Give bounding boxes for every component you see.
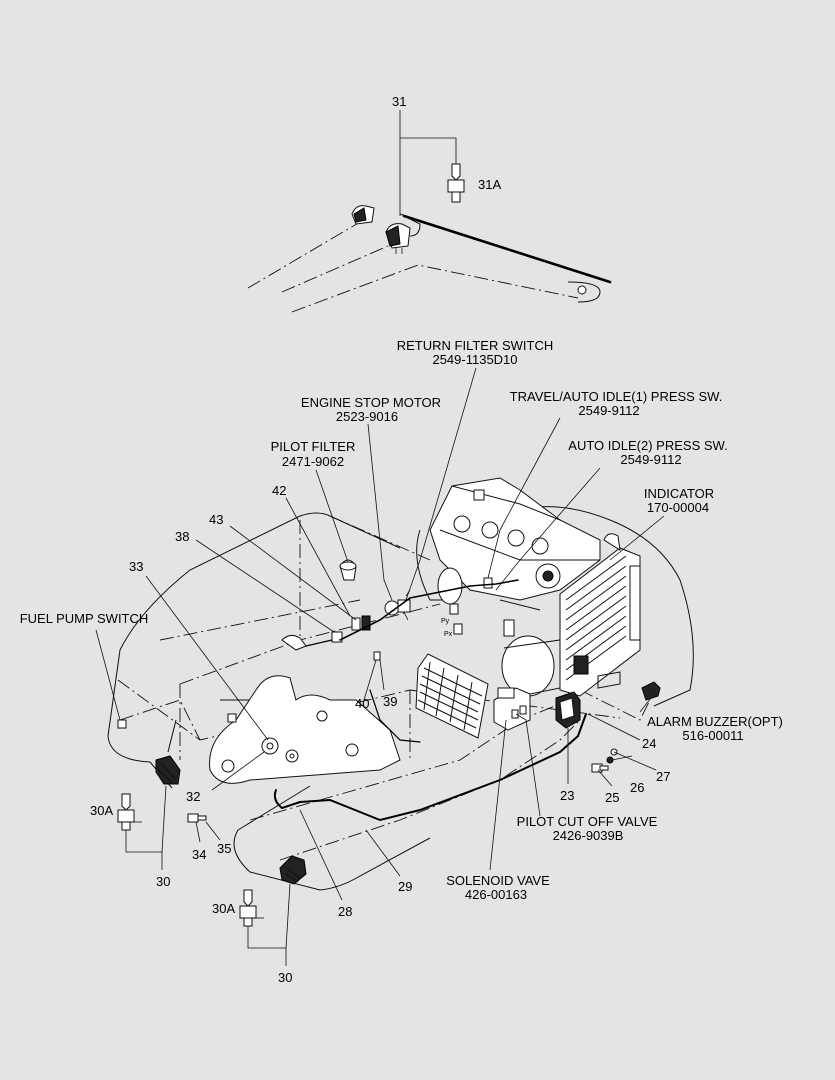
item-26: 26 [630,780,644,795]
item-32: 32 [186,789,200,804]
pilot-cut-off-valve-connector [555,691,581,729]
engine-stop-motor [384,589,411,621]
label-indicator: INDICATOR [644,486,714,501]
solenoid-valve-block [493,687,531,731]
frame-work-lamp-bottom [279,855,307,885]
item-33: 33 [129,559,143,574]
item-30-bottom: 30 [278,970,292,985]
item-31: 31 [392,94,406,109]
part-pilot-cut-off-valve: 2426-9039B [553,828,624,843]
label-alarm-buzzer: ALARM BUZZER(OPT) [647,714,783,729]
item-29: 29 [398,879,412,894]
item-31a: 31A [478,177,501,192]
boom-assembly: 31 31A [247,94,612,313]
oil-cooler [415,653,489,739]
frame-work-lamp-left [155,755,181,785]
part-alarm-buzzer: 516-00011 [682,728,743,743]
boom-work-lamp [351,205,375,225]
lamp-bulb-30a-left [117,793,142,831]
port-px: Px [444,631,453,638]
callout-labels: RETURN FILTER SWITCH 2549-1135D10 ENGINE… [20,338,783,902]
port-py: Py [441,618,450,625]
radiator [559,533,641,697]
item-30a-bottom: 30A [212,901,235,916]
part-travel-auto-idle: 2549-9112 [578,403,639,418]
engine-block [416,477,601,697]
part-indicator: 170-00004 [647,500,709,515]
wire-harness [273,579,587,822]
harness-connectors [117,615,381,729]
label-fuel-pump-switch: FUEL PUMP SWITCH [20,611,149,626]
label-pilot-filter: PILOT FILTER [271,439,356,454]
alarm-buzzer [641,681,661,701]
item-30-left: 30 [156,874,170,889]
item-35: 35 [217,841,231,856]
leader-lines [95,367,665,966]
item-numbers: 42 43 38 33 40 39 32 24 27 26 25 23 30A … [90,483,670,985]
item-30a-left: 30A [90,803,113,818]
boom-foot-bracket [209,675,401,784]
label-auto-idle2: AUTO IDLE(2) PRESS SW. [568,438,727,453]
label-pilot-cut-off-valve: PILOT CUT OFF VALVE [517,814,658,829]
item-25: 25 [605,790,619,805]
item-28: 28 [338,904,352,919]
label-engine-stop-motor: ENGINE STOP MOTOR [301,395,441,410]
item-38: 38 [175,529,189,544]
item-43: 43 [209,512,223,527]
item-23: 23 [560,788,574,803]
pilot-filter [339,559,357,581]
item-34: 34 [192,847,206,862]
boom-work-lamp-2 [385,215,421,254]
part-solenoid-valve: 426-00163 [465,887,527,902]
item-42: 42 [272,483,286,498]
part-auto-idle2: 2549-9112 [620,452,681,467]
label-travel-auto-idle: TRAVEL/AUTO IDLE(1) PRESS SW. [510,389,723,404]
item-40: 40 [355,696,369,711]
lamp-bulb-31a [447,163,465,203]
part-engine-stop-motor: 2523-9016 [336,409,398,424]
part-pilot-filter: 2471-9062 [282,454,344,469]
item-39: 39 [383,694,397,709]
part-return-filter-switch: 2549-1135D10 [432,352,517,367]
label-solenoid-valve: SOLENOID VAVE [446,873,550,888]
lamp-bulb-30a-bottom [239,889,264,927]
item-27: 27 [656,769,670,784]
label-return-filter-switch: RETURN FILTER SWITCH [397,338,553,353]
item-24: 24 [642,736,656,751]
